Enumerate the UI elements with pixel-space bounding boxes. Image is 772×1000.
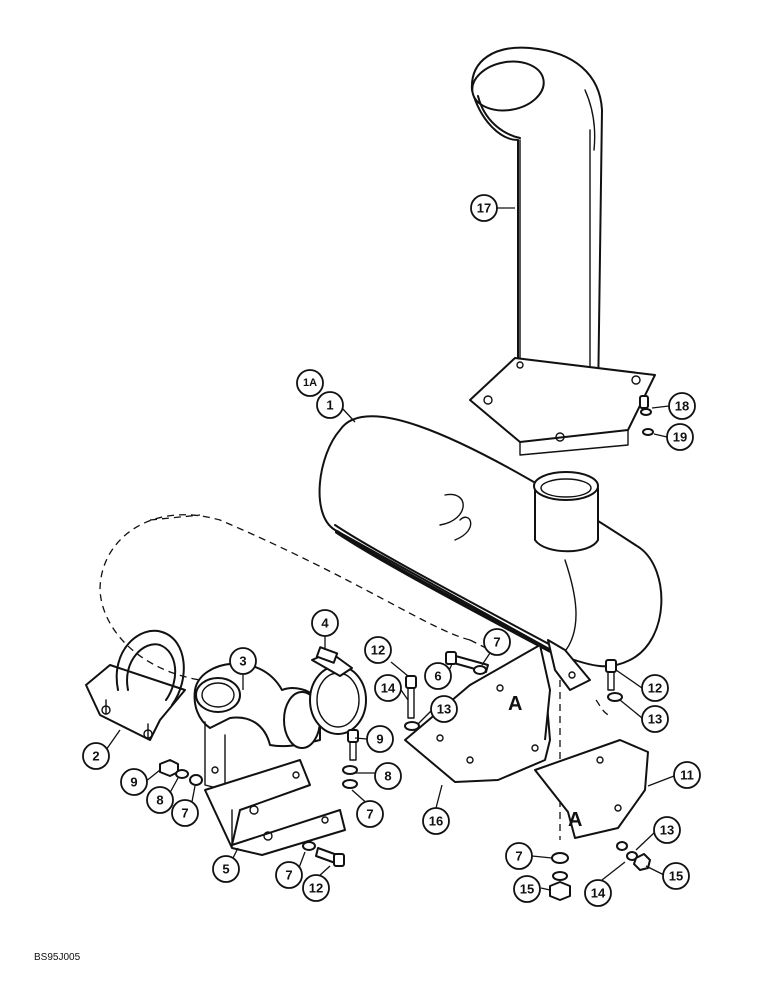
callout-14-bottom: 14	[584, 879, 612, 907]
muffler	[318, 415, 663, 691]
callout-6: 6	[424, 662, 452, 690]
svg-text:9: 9	[130, 775, 137, 790]
svg-text:16: 16	[429, 814, 443, 829]
svg-text:17: 17	[477, 201, 491, 216]
exhaust-stack	[469, 46, 656, 456]
callout-7-left: 7	[171, 799, 199, 827]
callout-15-right: 15	[662, 862, 690, 890]
svg-text:7: 7	[366, 807, 373, 822]
callout-2: 2	[82, 742, 110, 770]
svg-text:19: 19	[673, 430, 687, 445]
svg-text:2: 2	[92, 749, 99, 764]
callout-9-bolt: 9	[366, 725, 394, 753]
svg-text:12: 12	[371, 643, 385, 658]
callout-12-bottom: 12	[302, 874, 330, 902]
muffler-bracket-right	[534, 739, 649, 839]
callout-12-right: 12	[641, 674, 669, 702]
callout-1: 1	[316, 391, 344, 419]
svg-text:15: 15	[669, 869, 683, 884]
svg-text:7: 7	[181, 806, 188, 821]
leader-lines	[105, 207, 675, 891]
mark-a-bracket-11: A	[568, 809, 582, 831]
figure-code: BS95J005	[34, 952, 81, 963]
svg-text:8: 8	[384, 769, 391, 784]
callout-4: 4	[311, 609, 339, 637]
svg-text:9: 9	[376, 732, 383, 747]
svg-text:12: 12	[648, 681, 662, 696]
callout-8-mid: 8	[374, 762, 402, 790]
svg-text:5: 5	[222, 862, 229, 877]
callout-9-nut: 9	[120, 768, 148, 796]
svg-text:18: 18	[675, 399, 689, 414]
svg-text:13: 13	[437, 702, 451, 717]
callout-16: 16	[422, 807, 450, 835]
svg-text:13: 13	[648, 712, 662, 727]
svg-text:7: 7	[285, 868, 292, 883]
svg-text:7: 7	[493, 635, 500, 650]
callout-14-upper: 14	[374, 674, 402, 702]
svg-text:7: 7	[515, 849, 522, 864]
callout-7-mid: 7	[356, 800, 384, 828]
svg-text:14: 14	[591, 886, 606, 901]
callout-17: 17	[470, 194, 498, 222]
svg-text:12: 12	[309, 881, 323, 896]
svg-text:11: 11	[680, 768, 694, 783]
callout-19: 19	[666, 423, 694, 451]
svg-text:6: 6	[434, 669, 441, 684]
svg-text:4: 4	[321, 616, 329, 631]
svg-text:15: 15	[520, 882, 534, 897]
svg-text:8: 8	[156, 793, 163, 808]
callout-7-lower-right: 7	[505, 842, 533, 870]
callout-7-bottom: 7	[275, 861, 303, 889]
callout-3: 3	[229, 647, 257, 675]
callout-15-left: 15	[513, 875, 541, 903]
callout-13-mid: 13	[430, 695, 458, 723]
callout-13-bottom: 13	[653, 816, 681, 844]
svg-text:14: 14	[381, 681, 396, 696]
callout-8-left: 8	[146, 786, 174, 814]
callout-5: 5	[212, 855, 240, 883]
svg-text:3: 3	[239, 654, 246, 669]
callout-13-right: 13	[641, 705, 669, 733]
muffler-bracket-left	[404, 644, 551, 783]
callout-12-upper: 12	[364, 636, 392, 664]
lower-bracket	[204, 759, 346, 856]
svg-text:1: 1	[326, 398, 333, 413]
band-clamp	[309, 646, 367, 735]
callout-1a: 1A	[296, 369, 324, 397]
callout-18: 18	[668, 392, 696, 420]
callout-11: 11	[673, 761, 701, 789]
svg-text:13: 13	[660, 823, 674, 838]
hardware	[159, 395, 654, 901]
callout-7-upper: 7	[483, 628, 511, 656]
u-bolt-clamp	[85, 629, 186, 741]
svg-text:1A: 1A	[303, 377, 317, 389]
mark-a-bracket-16: A	[508, 693, 522, 715]
